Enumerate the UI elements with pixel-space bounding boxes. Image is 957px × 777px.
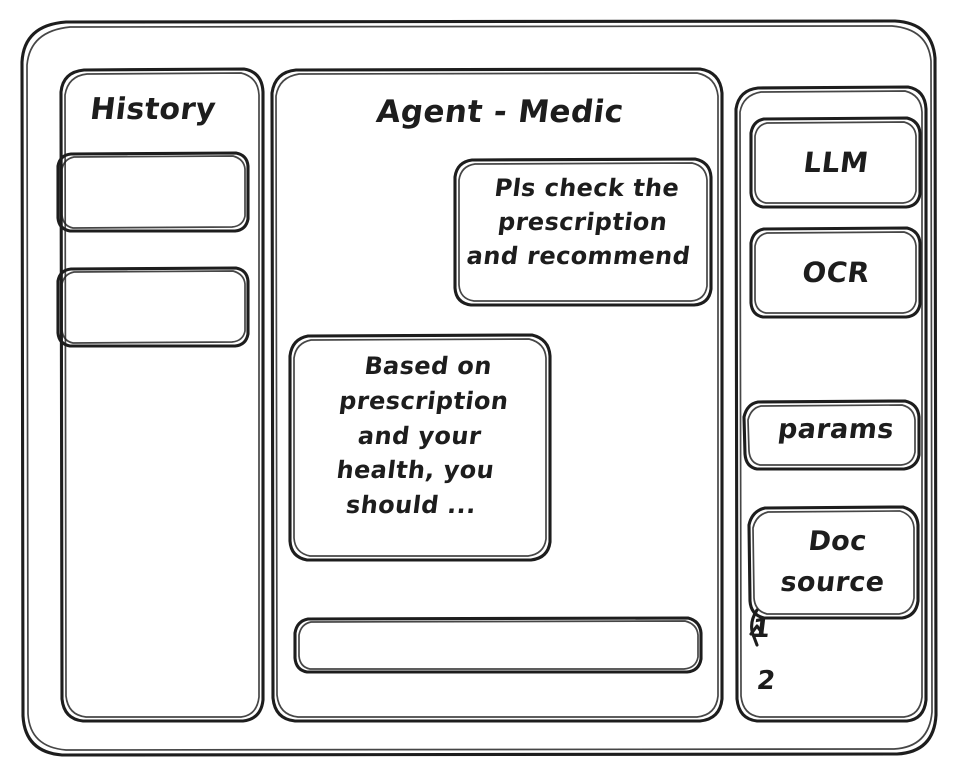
doc-source-item-2[interactable]: 2 — [755, 666, 777, 696]
user-message-bubble: Pls check the prescription and recommend — [455, 159, 712, 306]
params-button-label: params — [776, 414, 896, 445]
doc-source-label: Doc source — [778, 526, 887, 598]
history-item-2[interactable] — [58, 268, 249, 347]
history-panel-title: History — [88, 92, 218, 127]
doc-source-item-1[interactable]: 1 — [750, 614, 772, 644]
agent-message-text: Based on prescription and your health, y… — [334, 352, 511, 520]
agent-panel-title: Agent - Medic — [374, 94, 626, 130]
message-input[interactable] — [295, 618, 702, 673]
user-message-text: Pls check the prescription and recommend — [465, 174, 693, 271]
ocr-button-label: OCR — [800, 256, 872, 289]
agent-message-bubble: Based on prescription and your health, y… — [290, 335, 551, 561]
llm-button-label: LLM — [801, 146, 871, 179]
history-item-1[interactable] — [58, 153, 249, 232]
